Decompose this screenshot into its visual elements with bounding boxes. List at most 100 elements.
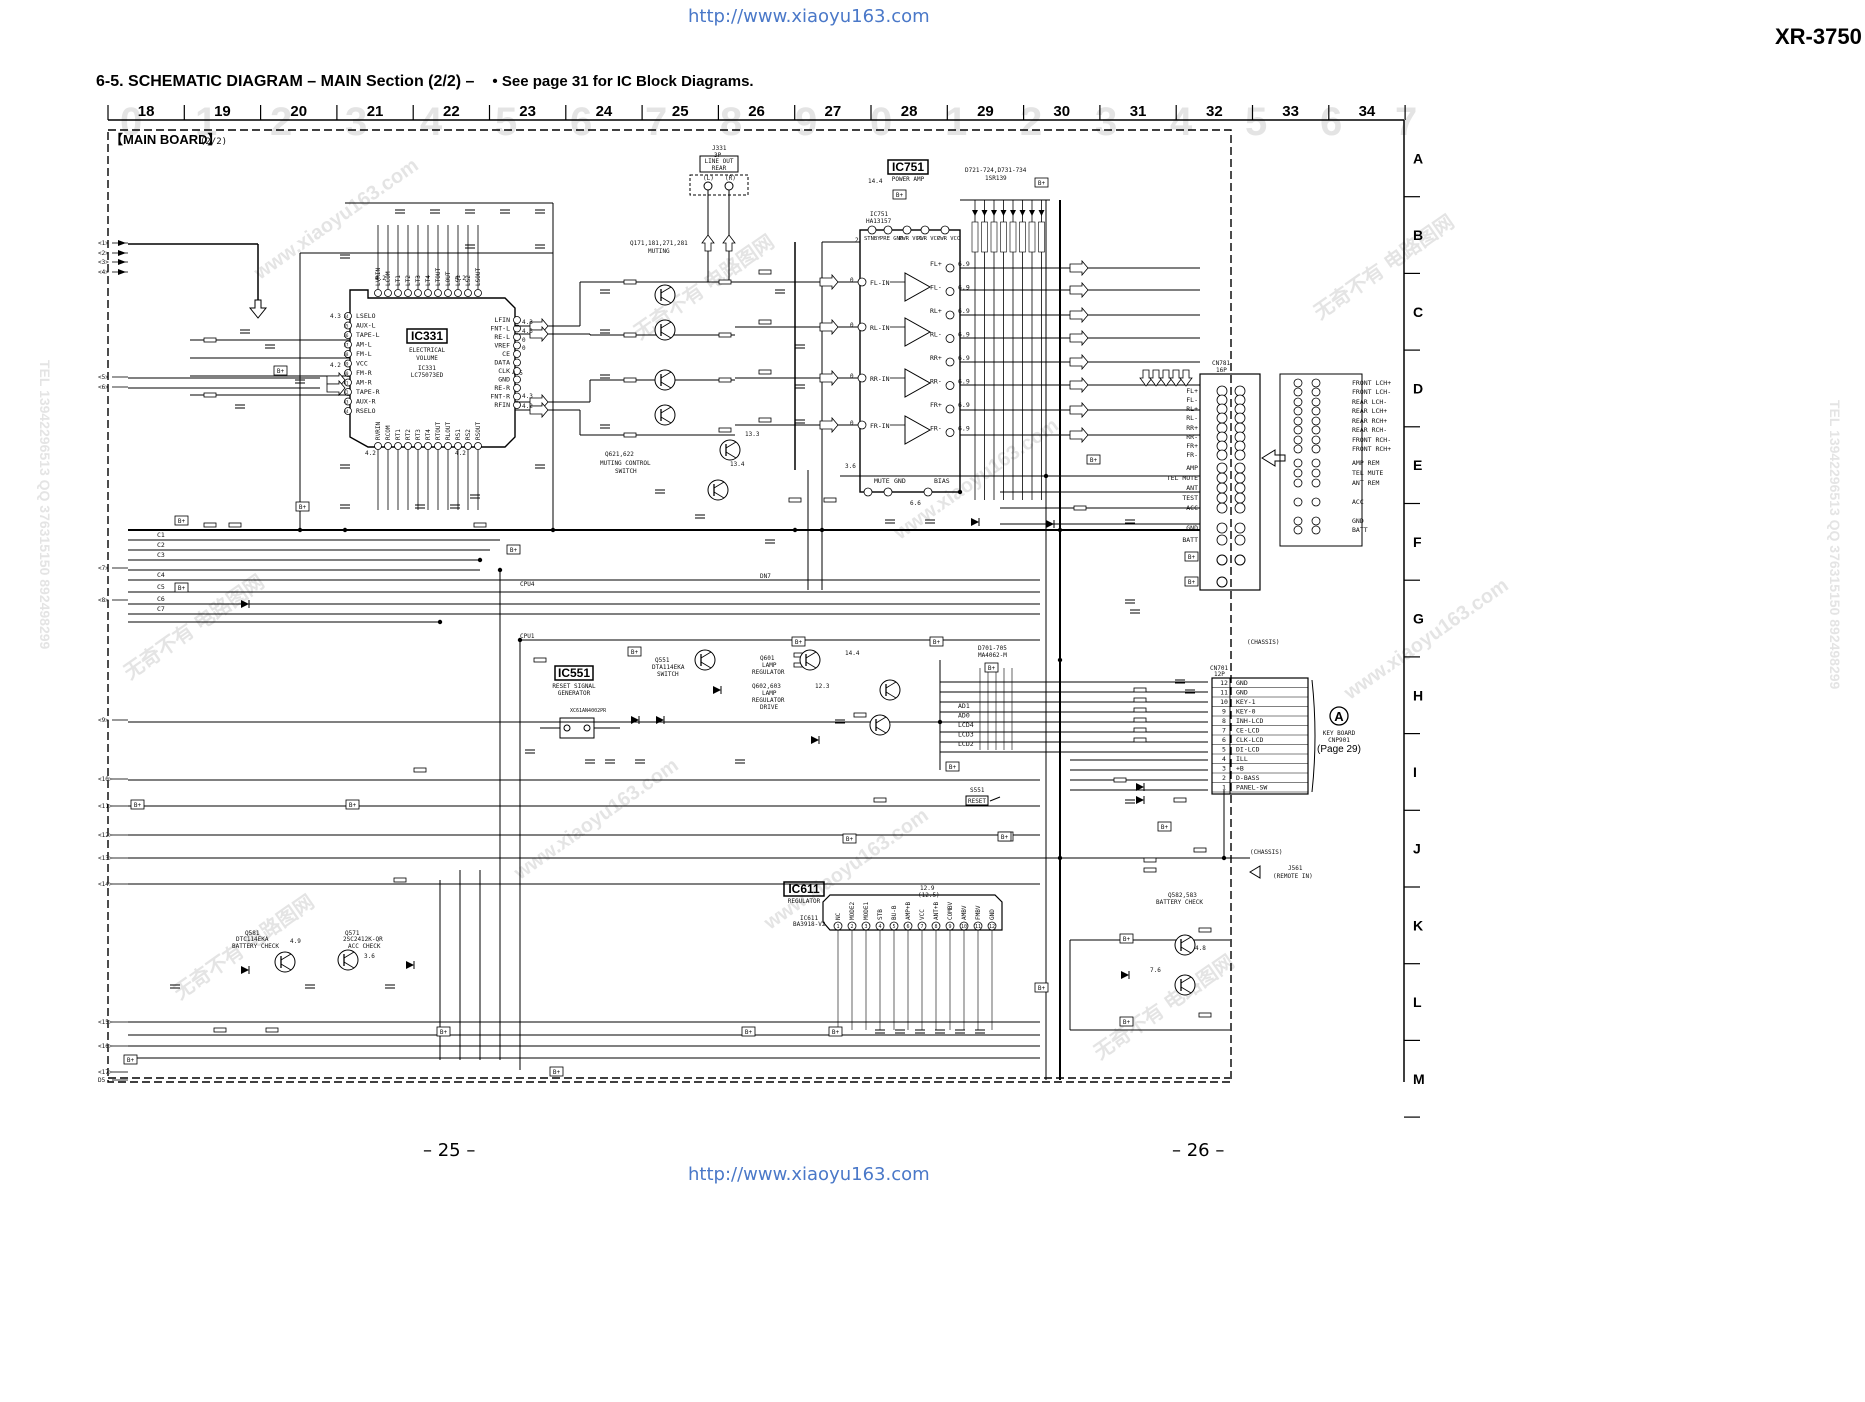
bus-c2: C2 bbox=[157, 541, 165, 549]
row-K: K bbox=[1413, 917, 1423, 933]
ic331-top-pin-lcom: LCOM bbox=[385, 271, 392, 286]
line-out-box2: REAR bbox=[712, 165, 727, 172]
cn701-pin-key-1: KEY-1 bbox=[1236, 698, 1256, 706]
column-23: 23 bbox=[519, 103, 536, 120]
page-number-left: – 25 – bbox=[423, 1140, 476, 1161]
b-plus-marker: B+ bbox=[134, 802, 142, 809]
ic331-right-pin-fnt-l: FNT-L bbox=[490, 325, 510, 333]
left-connector-8: <9> bbox=[98, 717, 109, 724]
left-connector-11: <12> bbox=[98, 832, 113, 839]
left-connector-5: <6> bbox=[98, 384, 109, 391]
ic331-right-pin-vref: VREF bbox=[494, 342, 510, 350]
source-url-top[interactable]: http://www.xiaoyu163.com bbox=[688, 6, 930, 27]
voltage-label: 4.2 bbox=[455, 275, 466, 282]
ic331-right-pin-re-r: RE-R bbox=[494, 384, 510, 392]
ic331-name: IC331 bbox=[411, 329, 443, 343]
b-plus-marker: B+ bbox=[933, 639, 941, 646]
cn701-pin-num: 10 bbox=[1220, 698, 1228, 706]
voltage-label: 4.2 bbox=[455, 450, 466, 457]
ic751-input-rr-in: RR-IN bbox=[870, 375, 890, 383]
ic331-left-pin-tape-l: TAPE-L bbox=[356, 331, 380, 339]
column-32: 32 bbox=[1206, 103, 1223, 120]
watermark-text: www.xiaoyu163.com bbox=[249, 154, 422, 284]
ic331-bottom-pin-rs1: RS1 bbox=[455, 429, 462, 440]
ic331-bottom-pin-rtout: RTOUT bbox=[435, 422, 442, 440]
ic611-pin-ambv: AMBV bbox=[961, 905, 968, 920]
ic331-desc2: VOLUME bbox=[416, 355, 438, 362]
ic751-output-voltage: 6.9 bbox=[958, 307, 970, 315]
ic611-pin-num: 3 bbox=[864, 924, 867, 930]
watermark-digit: 7 bbox=[1395, 100, 1417, 144]
voltage-label: 0 bbox=[522, 337, 526, 344]
ic751-input-fr-in: FR-IN bbox=[870, 422, 890, 430]
line-out-l: (L) bbox=[703, 175, 714, 182]
source-url-bottom[interactable]: http://www.xiaoyu163.com bbox=[688, 1164, 930, 1185]
lcd-line-lcd2: LCD2 bbox=[958, 740, 974, 748]
watermark-digit: 5 bbox=[495, 100, 517, 144]
ic331-left-pin-lselo: LSELO bbox=[356, 312, 376, 320]
speaker-output-connector: FRONT LCH+FRONT LCH-REAR LCH-REAR LCH+RE… bbox=[1279, 373, 1391, 547]
ic551-name: IC551 bbox=[558, 666, 590, 680]
b-plus-marker: B+ bbox=[1038, 180, 1046, 187]
voltage-label: (12.5) bbox=[918, 892, 940, 899]
chassis-label-1: (CHASSIS) bbox=[1247, 639, 1280, 646]
cn781-sub: 16P bbox=[1216, 367, 1227, 374]
left-connector-4: <5> bbox=[98, 374, 109, 381]
ic751-input-rl-in: RL-IN bbox=[870, 324, 890, 332]
watermark-digit: 7 bbox=[645, 100, 667, 144]
page-number-right: – 26 – bbox=[1172, 1140, 1225, 1161]
column-34: 34 bbox=[1359, 103, 1376, 120]
ic331-right-pin-data: DATA bbox=[494, 359, 510, 367]
speaker-output-rear-lch+: REAR LCH+ bbox=[1352, 407, 1387, 415]
voltage-label: 12.9 bbox=[920, 885, 935, 892]
ic331-top-pin-lout: LOUT bbox=[445, 271, 452, 286]
board-label: 【MAIN BOARD】 bbox=[110, 132, 221, 147]
cn781-pin-test: TEST bbox=[1182, 494, 1198, 502]
column-24: 24 bbox=[596, 103, 613, 120]
row-G: G bbox=[1413, 611, 1424, 627]
ic331-top-pin-lsout: LSOUT bbox=[475, 268, 482, 286]
watermark-digit: 4 bbox=[420, 100, 443, 144]
model-number: XR-3750 bbox=[1775, 24, 1862, 49]
ic751: IC751 POWER AMP IC751 HA13157 FL-INRL-IN… bbox=[857, 159, 970, 497]
ic331-name-box bbox=[406, 328, 448, 344]
ic331-pin-num: 42 bbox=[344, 390, 349, 395]
q602-lamp: LAMP bbox=[762, 690, 777, 697]
b-plus-marker: B+ bbox=[178, 518, 186, 525]
ic611-pin-bu-b: BU-B bbox=[891, 905, 898, 920]
ic751-input-fl-in: FL-IN bbox=[870, 279, 890, 287]
muting-label: MUTING bbox=[648, 248, 670, 255]
ic331-right-pin-clk: CLK bbox=[498, 367, 510, 375]
row-E: E bbox=[1413, 457, 1422, 473]
board-sublabel: (2/2) bbox=[200, 137, 227, 147]
watermark-digit: 3 bbox=[345, 100, 367, 144]
cn701-pin-num: 4 bbox=[1222, 755, 1226, 763]
ic751-output-voltage: 6.9 bbox=[958, 425, 970, 433]
voltage-label: 13.3 bbox=[745, 431, 760, 438]
cn701-pin-panel-sw: PANEL-SW bbox=[1236, 784, 1267, 792]
ic751-top-pin: PWR VCC bbox=[917, 236, 940, 242]
speaker-output-ant-rem: ANT REM bbox=[1352, 479, 1379, 487]
b-plus-marker: B+ bbox=[795, 639, 803, 646]
column-20: 20 bbox=[290, 103, 307, 120]
left-connector-9: <10> bbox=[98, 776, 113, 783]
column-27: 27 bbox=[825, 103, 842, 120]
bus-c7: C7 bbox=[157, 605, 165, 613]
ic331-top-pin-lt2: LT2 bbox=[405, 275, 412, 286]
q551-label: SWITCH bbox=[657, 671, 679, 678]
b-plus-marker: B+ bbox=[1123, 1019, 1131, 1026]
q571-ref: Q571 bbox=[345, 930, 360, 937]
q581-ref: Q581 bbox=[245, 930, 260, 937]
column-21: 21 bbox=[367, 103, 384, 120]
left-connector-labels: <1><2><3><4><5><6><7><8><9><10><11><12><… bbox=[98, 240, 128, 1084]
bus-c1: C1 bbox=[157, 531, 165, 539]
b-plus-marker: B+ bbox=[1038, 985, 1046, 992]
keyboard-ref-letter: A bbox=[1334, 709, 1344, 724]
cn701-pin-gnd: GND bbox=[1236, 689, 1248, 697]
left-connector-1: <2> bbox=[98, 250, 109, 257]
ic331-pin-num: 44 bbox=[344, 409, 349, 414]
speaker-output-rear-rch-: REAR RCH- bbox=[1352, 426, 1387, 434]
